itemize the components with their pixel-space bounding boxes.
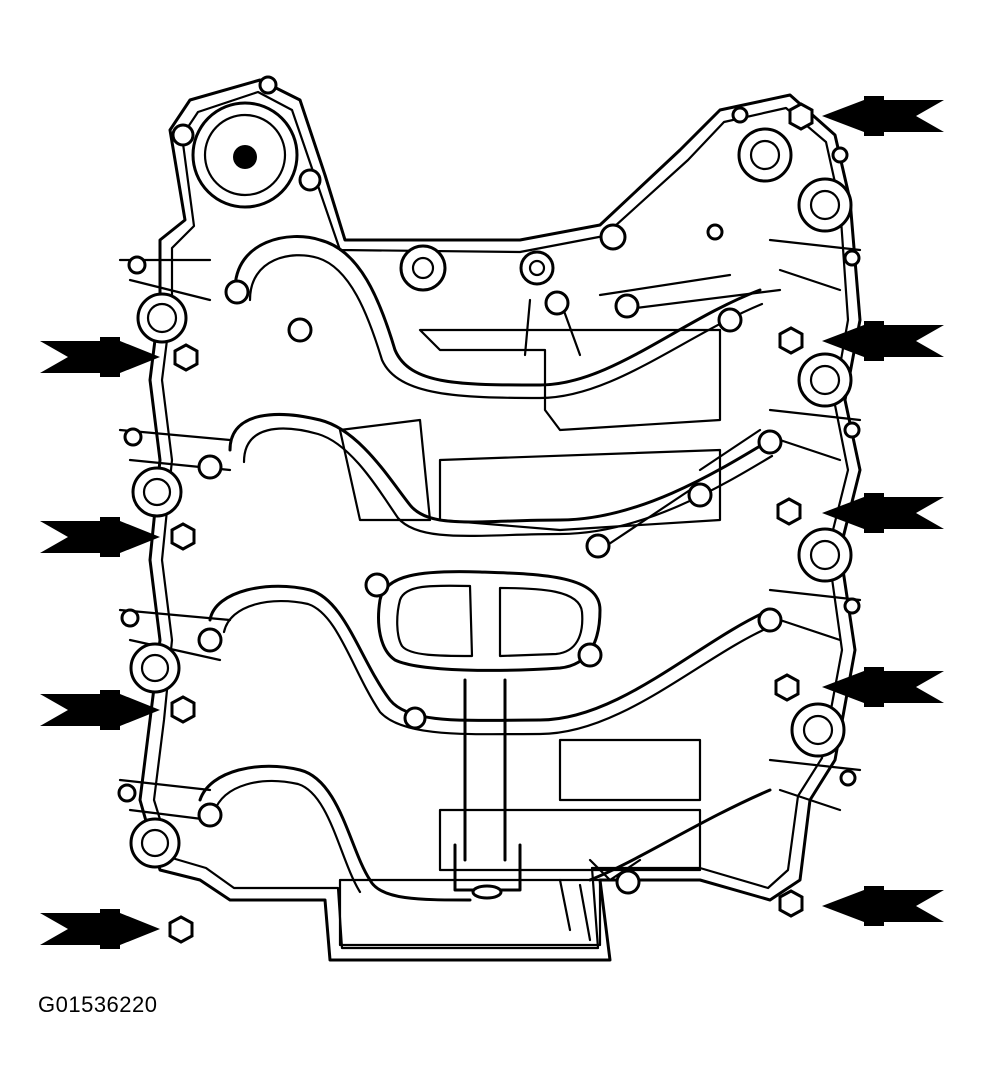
hex-nut-right-5 [778,889,804,918]
hex-nut-right-2 [778,326,804,355]
hex-nut-left-1 [173,343,199,372]
brackets [118,238,862,882]
double-arrow-icon [40,909,160,949]
hex-nut-left-3 [170,695,196,724]
thermostat-housing [171,75,322,209]
egr-tube [453,678,522,900]
double-arrow-icon [40,337,160,377]
double-arrow-icon [822,96,944,136]
rear-housing [338,878,602,947]
bolt-bosses [129,127,853,869]
hex-nut-right-1 [788,102,814,131]
double-arrow-icon [40,517,160,557]
throttle-body-flange [377,570,602,672]
double-arrow-icon [822,321,944,361]
hex-nut-left-2 [170,522,196,551]
hex-nuts [168,102,814,944]
intake-runners [198,235,774,902]
hex-nut-right-3 [776,497,802,526]
double-arrow-icon [822,493,944,533]
double-arrow-icon [822,886,944,926]
hex-nut-right-4 [774,673,800,702]
small-fasteners [117,106,861,895]
callout-arrows-left [40,337,160,949]
double-arrow-icon [40,690,160,730]
plenum-ribs [338,328,722,872]
figure-id-label: G01536220 [38,992,158,1017]
callout-arrows-right [822,96,944,926]
hex-nut-left-4 [168,915,194,944]
double-arrow-icon [822,667,944,707]
